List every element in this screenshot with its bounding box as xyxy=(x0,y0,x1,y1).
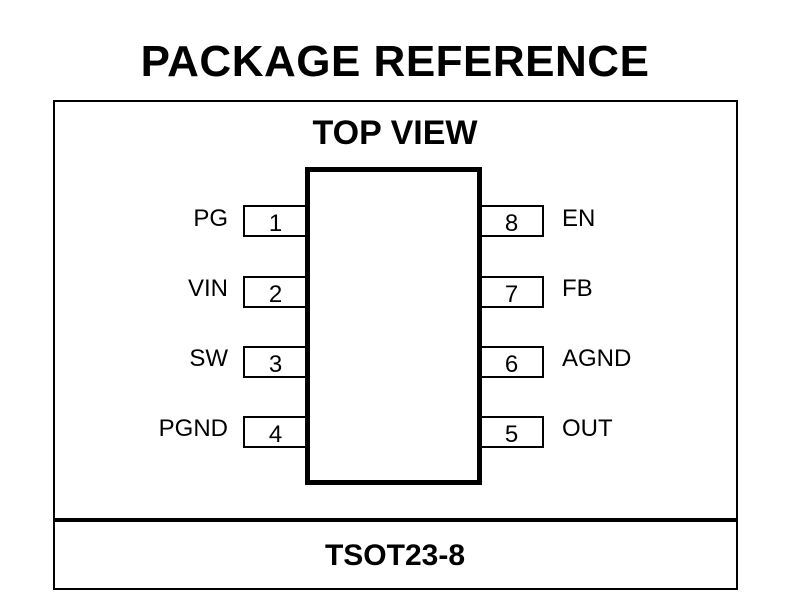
pin-number-7: 7 xyxy=(481,276,544,308)
package-frame xyxy=(53,100,738,590)
pin-name-7: FB xyxy=(562,275,593,302)
pin-number-2: 2 xyxy=(243,276,306,308)
pin-number-5: 5 xyxy=(481,416,544,448)
pin-number-3: 3 xyxy=(243,346,306,378)
chip-body xyxy=(305,167,482,485)
pin-number-4: 4 xyxy=(243,416,306,448)
pin-number-1: 1 xyxy=(243,205,306,237)
pin-name-1: PG xyxy=(193,205,228,232)
pin-number-6: 6 xyxy=(481,346,544,378)
pin-name-5: OUT xyxy=(562,415,613,442)
package-name: TSOT23-8 xyxy=(324,539,466,572)
pin-name-4: PGND xyxy=(158,415,228,442)
frame-divider xyxy=(53,518,738,522)
pin-name-2: VIN xyxy=(187,275,228,302)
view-title: TOP VIEW xyxy=(312,114,478,152)
pin-name-3: SW xyxy=(189,345,228,372)
pin-number-8: 8 xyxy=(481,205,544,237)
page-title: PACKAGE REFERENCE xyxy=(140,37,650,86)
pin-name-6: AGND xyxy=(562,345,632,372)
pin-name-8: EN xyxy=(562,205,596,232)
